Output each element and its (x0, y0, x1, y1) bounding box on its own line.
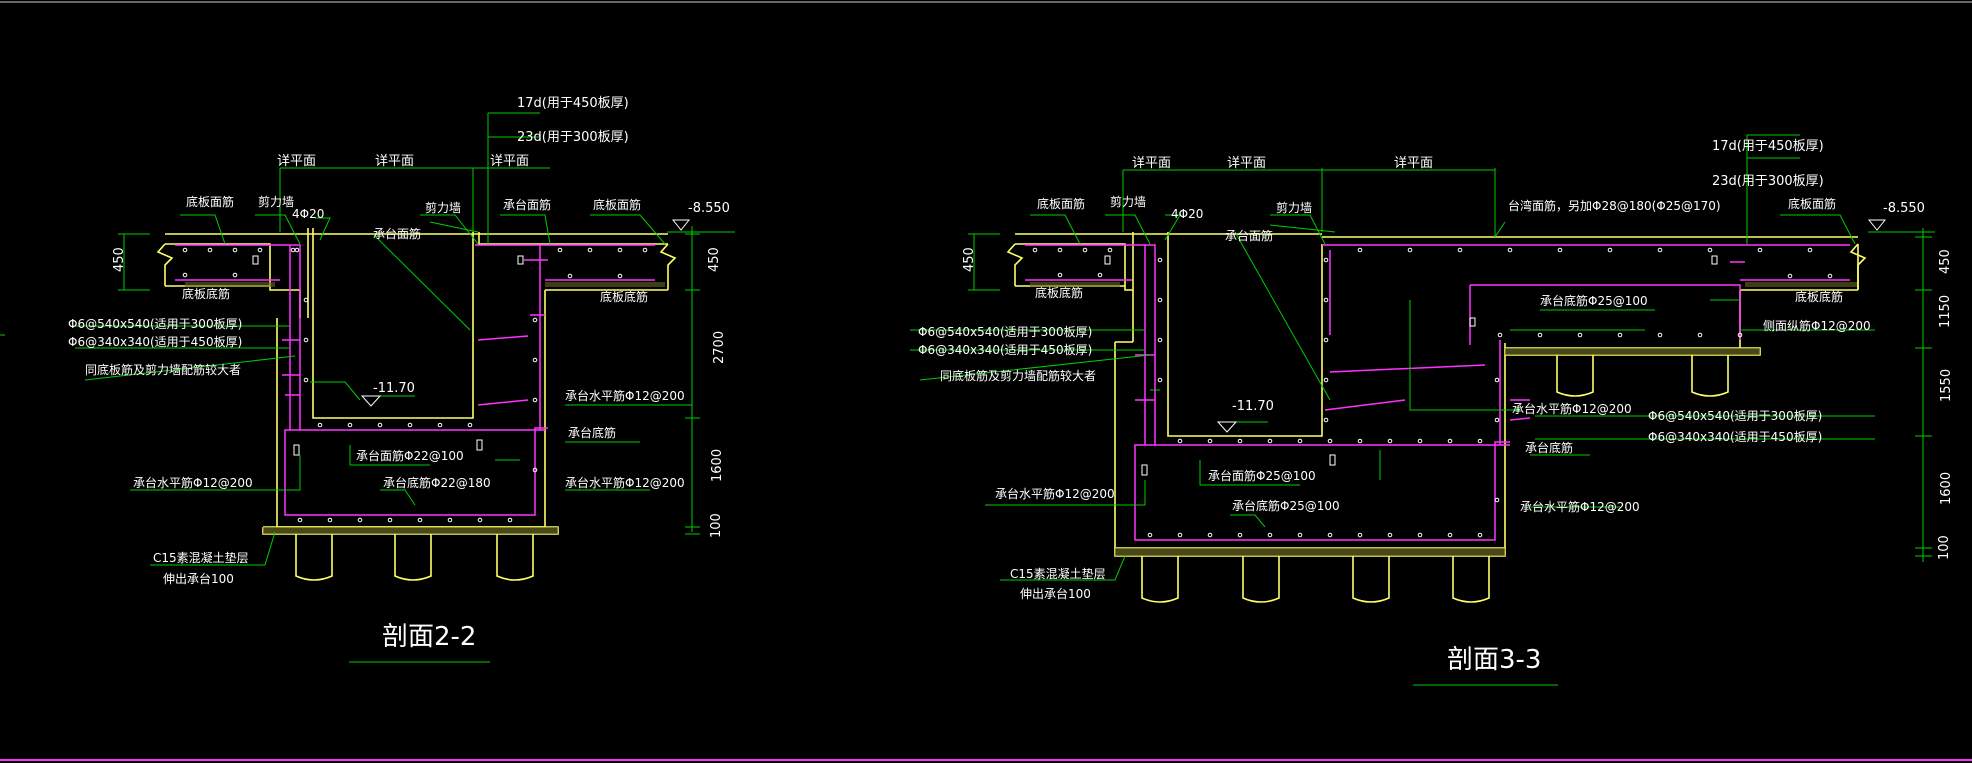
section-3-3-cap-horiz-bar-l: 承台水平筋Φ12@200 (995, 486, 1115, 501)
section-3-3-same-as-note: 同底板筋及剪力墙配筋较大者 (940, 368, 1096, 383)
section-2-2-cushion (263, 527, 558, 534)
section-3-3-rebar-dots (1032, 247, 1833, 538)
section-3-3-stirrup-450-r: Φ6@340x340(适用于450板厚) (1648, 430, 1822, 444)
section-3-3-detail-right: 详平面 (1394, 156, 1433, 171)
section-3-3-stirrup-300: Φ6@540x540(适用于300板厚) (918, 325, 1092, 339)
section-3-3-stirrup-300-r: Φ6@540x540(适用于300板厚) (1648, 409, 1822, 423)
section-3-3-cap-horiz-bar-r1: 承台水平筋Φ12@200 (1512, 401, 1632, 416)
section-3-3-shear-wall-mid: 剪力墙 (1276, 200, 1312, 215)
section-2-2-bottom-bottom-bar-left: 底板底筋 (182, 286, 230, 301)
section-2-2-cushion-note: C15素混凝土垫层 (153, 550, 249, 565)
section-3-3-dim-1150: 1150 (1938, 295, 1953, 328)
section-3-3-upper-cushion (1505, 348, 1760, 355)
section-2-2-pit-elev-marker (360, 395, 382, 407)
section-2-2-detail-mid: 详平面 (375, 154, 414, 169)
section-3-3-cushion-ext: 伸出承台100 (1020, 586, 1091, 601)
section-2-2-bottom-top-bar-left: 底板面筋 (186, 194, 234, 209)
section-2-2-cushion-ext: 伸出承台100 (163, 571, 234, 586)
section-2-2-dim-2700: 2700 (712, 331, 727, 364)
section-2-2-cap-bottom-bar-spec: 承台底筋Φ22@180 (383, 475, 491, 490)
section-3-3-dim-1600: 1600 (1939, 472, 1954, 505)
section-2-2-shear-wall-left: 剪力墙 (258, 194, 294, 209)
section-2-2-rebar-dots (182, 247, 648, 523)
section-2-2-stirrup-450: Φ6@340x340(适用于450板厚) (68, 335, 242, 349)
section-3-3-bottom-bottom-bar-left: 底板底筋 (1035, 285, 1083, 300)
section-3-3-cap-top-bar-a: 承台面筋 (1225, 228, 1273, 243)
section-3-3-cushion (1115, 548, 1505, 556)
section-3-3-bottom-bottom-bar-right: 底板底筋 (1795, 289, 1843, 304)
section-3-3-stirrup-450: Φ6@340x340(适用于450板厚) (918, 343, 1092, 357)
section-2-2-dim-17d: 17d(用于450板厚) (517, 96, 629, 111)
section-3-3-rebar (1025, 244, 1850, 541)
section-2-2-leaders (75, 112, 735, 663)
section-3-3-dim-1550: 1550 (1939, 369, 1954, 402)
section-2-2-dim-100: 100 (709, 513, 724, 538)
section-2-2-dim-450-left: 450 (112, 247, 127, 272)
section-3-3-dim-23d: 23d(用于300板厚) (1712, 174, 1824, 189)
section-3-3-elev-top: -8.550 (1883, 201, 1925, 216)
section-3-3-left-slab-hatch (1030, 282, 1120, 287)
section-2-2-dim-450-right: 450 (707, 247, 722, 272)
section-2-2-detail-left: 详平面 (277, 154, 316, 169)
section-2-2-shear-wall-mid: 剪力墙 (425, 200, 461, 215)
section-2-2-detail-right: 详平面 (490, 154, 529, 169)
section-3-3-leaders (910, 134, 1935, 686)
section-2-2-same-as-note: 同底板筋及剪力墙配筋较大者 (85, 362, 241, 377)
section-3-3-right-slab-hatch (1745, 282, 1857, 287)
section-3-3-bottom-top-bar-left: 底板面筋 (1037, 196, 1085, 211)
section-3-3-dim-17d: 17d(用于450板厚) (1712, 139, 1824, 154)
section-3-3-elev-pit: -11.70 (1232, 399, 1274, 414)
section-2-2-left-slab-hatch (185, 282, 275, 287)
section-3-3-bottom-top-bar-right: 底板面筋 (1788, 196, 1836, 211)
section-2-2-bar-4phi20: 4Φ20 (292, 207, 324, 221)
section-2-2-cap-bottom-bar-label: 承台底筋 (568, 425, 616, 440)
section-3-3-detail-left: 详平面 (1132, 156, 1171, 171)
section-3-3-bar-4phi20: 4Φ20 (1171, 207, 1203, 221)
section-3-3-detail-mid: 详平面 (1227, 156, 1266, 171)
section-2-2-bottom-bottom-bar-right: 底板底筋 (600, 289, 648, 304)
section-3-3-dim-450-left: 450 (962, 247, 977, 272)
section-3-3-cushion-note: C15素混凝土垫层 (1010, 566, 1106, 581)
section-3-3-cap-bottom-bar-mid: 承台底筋Φ25@100 (1540, 293, 1648, 308)
section-3-3-top-add-note: 台湾面筋，另加Φ28@180(Φ25@170) (1508, 198, 1721, 213)
section-3-3-shear-wall-left: 剪力墙 (1110, 194, 1146, 209)
section-3-3-cap-bottom-bar-spec: 承台底筋Φ25@100 (1232, 498, 1340, 513)
section-2-2-bottom-top-bar-right: 底板面筋 (593, 197, 641, 212)
section-3-3-cap-top-bar-spec: 承台面筋Φ25@100 (1208, 468, 1316, 483)
section-2-2: 17d(用于450板厚) 23d(用于300板厚) 详平面 详平面 详平面 底板… (68, 96, 735, 663)
section-2-2-cap-horiz-bar-c: 承台水平筋Φ12@200 (565, 475, 685, 490)
section-3-3-cap-horiz-bar-r2: 承台水平筋Φ12@200 (1520, 499, 1640, 514)
section-2-2-right-slab-hatch (545, 282, 665, 287)
section-2-2-dim-1600: 1600 (710, 449, 725, 482)
section-3-3-stirrup-marks (1104, 255, 1718, 476)
section-3-3: 17d(用于450板厚) 23d(用于300板厚) 详平面 详平面 详平面 底板… (910, 134, 1954, 686)
section-2-2-rebar (175, 244, 655, 516)
section-2-2-stirrup-marks (252, 255, 524, 456)
section-2-2-dim-23d: 23d(用于300板厚) (517, 130, 629, 145)
section-2-2-top-elev-marker (671, 219, 691, 231)
section-2-2-title: 剖面2-2 (382, 622, 476, 652)
section-2-2-cap-top-bar-b: 承台面筋 (373, 226, 421, 241)
section-3-3-title: 剖面3-3 (1447, 645, 1541, 675)
section-3-3-side-long-bar: 侧面纵筋Φ12@200 (1763, 318, 1871, 333)
section-3-3-top-elev-marker (1867, 219, 1887, 231)
section-2-2-cap-top-bar-a: 承台面筋 (503, 197, 551, 212)
section-2-2-cap-top-bar-spec: 承台面筋Φ22@100 (356, 448, 464, 463)
section-3-3-dim-100: 100 (1937, 535, 1952, 560)
section-2-2-stirrup-300: Φ6@540x540(适用于300板厚) (68, 317, 242, 331)
section-3-3-pit-elev-marker (1216, 421, 1238, 433)
section-3-3-cap-bottom-bar-label: 承台底筋 (1525, 440, 1573, 455)
section-2-2-cap-horiz-bar-b: 承台水平筋Φ12@200 (133, 475, 253, 490)
section-3-3-dim-450-right: 450 (1938, 249, 1953, 274)
section-2-2-elev-pit: -11.70 (373, 381, 415, 396)
section-2-2-cap-horiz-bar-a: 承台水平筋Φ12@200 (565, 388, 685, 403)
section-2-2-elev-top: -8.550 (688, 201, 730, 216)
